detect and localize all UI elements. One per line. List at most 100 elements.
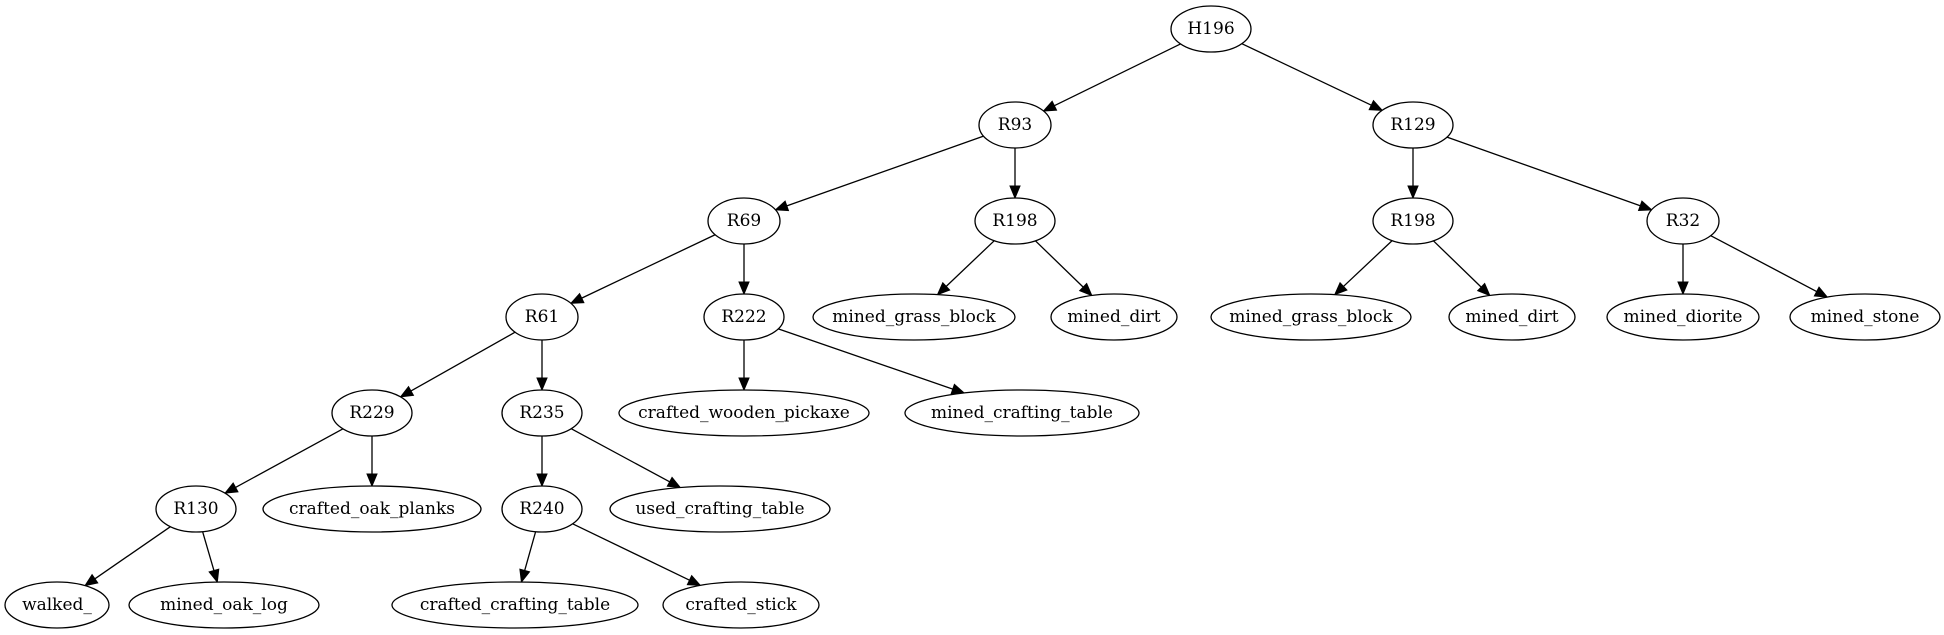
edge-n15-n20 <box>366 436 378 488</box>
edge-n15-n19 <box>223 428 344 494</box>
node-label: R229 <box>349 403 394 423</box>
arrowhead-icon <box>1637 200 1653 212</box>
node-ellipse <box>1606 293 1760 341</box>
edge-n3-n7 <box>569 234 716 304</box>
tree-node: R198 <box>974 197 1056 245</box>
edge-n6-n14 <box>1710 235 1829 298</box>
edge-line <box>1446 136 1641 207</box>
node-ellipse <box>4 581 110 629</box>
node-ellipse <box>1372 197 1454 245</box>
edge-n5-n11 <box>1333 240 1393 296</box>
node-ellipse <box>974 197 1056 245</box>
arrowhead-icon <box>950 383 966 395</box>
node-label: mined_crafting_table <box>931 403 1113 423</box>
edge-line <box>570 428 670 483</box>
node-ellipse <box>1646 197 1720 245</box>
edge-line <box>581 234 716 299</box>
arrowhead-icon <box>686 574 702 586</box>
edge-n4-n10 <box>1034 240 1093 297</box>
tree-node: R32 <box>1646 197 1720 245</box>
node-ellipse <box>505 293 579 341</box>
edge-n1-n3 <box>774 135 984 212</box>
node-ellipse <box>128 581 320 629</box>
edge-n8-n17 <box>738 340 750 392</box>
tree-node: R229 <box>331 389 413 437</box>
arrowhead-icon <box>738 281 750 296</box>
node-label: mined_grass_block <box>832 307 996 327</box>
node-label: mined_diorite <box>1624 307 1743 327</box>
edge-line <box>786 135 984 207</box>
arrowhead-icon <box>536 377 548 392</box>
arrowhead-icon <box>1407 185 1419 200</box>
arrowhead-icon <box>1813 286 1829 298</box>
tree-node: R235 <box>501 389 583 437</box>
node-label: H196 <box>1187 19 1234 39</box>
arrowhead-icon <box>1677 281 1689 296</box>
edge-line <box>410 331 516 392</box>
node-ellipse <box>618 389 870 437</box>
node-label: mined_oak_log <box>160 595 288 615</box>
edge-n4-n9 <box>936 240 995 296</box>
arrowhead-icon <box>1368 99 1384 111</box>
node-label: mined_grass_block <box>1229 307 1393 327</box>
edge-line <box>1054 43 1181 107</box>
tree-node: walked_ <box>4 581 110 629</box>
edge-n2-n5 <box>1407 148 1419 200</box>
arrowhead-icon <box>399 385 415 398</box>
edge-line <box>1034 240 1084 288</box>
node-ellipse <box>703 293 785 341</box>
edge-n0-n2 <box>1241 43 1384 111</box>
edge-line <box>1241 43 1372 106</box>
edge-line <box>778 328 953 390</box>
node-ellipse <box>707 197 781 245</box>
node-ellipse <box>391 581 639 629</box>
tree-node: R240 <box>501 485 583 533</box>
node-label: R198 <box>1390 211 1435 231</box>
arrowhead-icon <box>536 473 548 488</box>
edge-line <box>945 240 995 287</box>
tree-node: crafted_wooden_pickaxe <box>618 389 870 437</box>
node-ellipse <box>1448 293 1576 341</box>
node-label: R129 <box>1390 115 1435 135</box>
edge-n19-n24 <box>201 531 220 584</box>
node-ellipse <box>331 389 413 437</box>
edge-n21-n26 <box>572 523 702 586</box>
edge-n7-n16 <box>536 340 548 392</box>
node-ellipse <box>1170 5 1252 53</box>
node-label: R69 <box>727 211 761 231</box>
edge-n1-n4 <box>1009 148 1021 200</box>
arrowhead-icon <box>208 568 220 584</box>
arrowhead-icon <box>1078 282 1093 297</box>
node-label: crafted_wooden_pickaxe <box>638 403 850 423</box>
node-ellipse <box>662 581 820 629</box>
edge-line <box>524 531 537 571</box>
edges-layer <box>83 43 1829 587</box>
node-label: crafted_stick <box>685 595 797 615</box>
arrowhead-icon <box>569 292 585 304</box>
tree-node: mined_grass_block <box>1210 293 1412 341</box>
tree-node: mined_stone <box>1789 293 1941 341</box>
node-ellipse <box>501 389 583 437</box>
node-label: R198 <box>992 211 1037 231</box>
node-label: mined_dirt <box>1465 307 1558 327</box>
arrowhead-icon <box>666 476 682 489</box>
node-ellipse <box>1050 293 1178 341</box>
node-label: mined_dirt <box>1067 307 1160 327</box>
node-label: R235 <box>519 403 564 423</box>
tree-node: R129 <box>1372 101 1454 149</box>
node-ellipse <box>155 485 237 533</box>
tree-node: mined_oak_log <box>128 581 320 629</box>
tree-node: R130 <box>155 485 237 533</box>
tree-node: R222 <box>703 293 785 341</box>
node-ellipse <box>501 485 583 533</box>
tree-node: mined_crafting_table <box>904 389 1140 437</box>
node-label: mined_stone <box>1811 307 1920 327</box>
edge-line <box>201 531 215 571</box>
tree-node: crafted_stick <box>662 581 820 629</box>
edge-n0-n1 <box>1042 43 1181 112</box>
node-ellipse <box>1372 101 1454 149</box>
tree-node: R61 <box>505 293 579 341</box>
node-label: R222 <box>721 307 766 327</box>
arrowhead-icon <box>1476 282 1491 297</box>
node-label: R93 <box>998 115 1032 135</box>
